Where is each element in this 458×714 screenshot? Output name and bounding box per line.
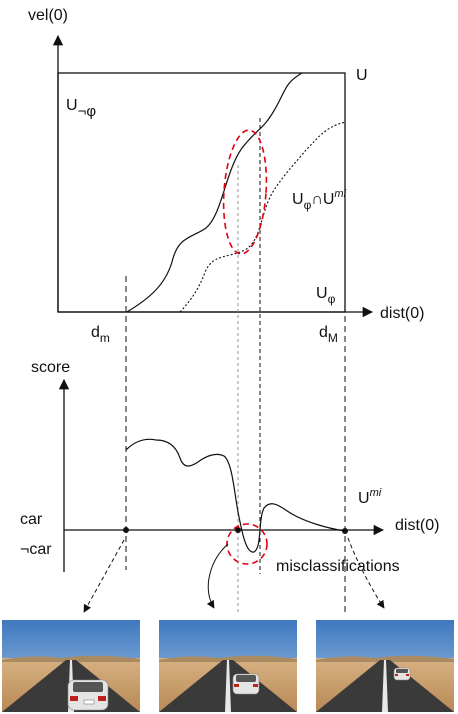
arrow-to-image-2	[206, 543, 229, 609]
crossing-point-3	[342, 528, 348, 534]
ambiguity-ellipse	[222, 129, 268, 255]
arrow-to-image-3	[347, 537, 385, 609]
road-image-far	[316, 620, 454, 712]
set-U-phi-label: Uφ	[316, 285, 336, 306]
crossing-point-2	[235, 527, 241, 533]
road-image-mid	[159, 620, 297, 712]
d-max-label: dM	[319, 324, 338, 345]
car-mid	[232, 673, 260, 695]
crossing-point-1	[123, 527, 129, 533]
car-near	[67, 679, 109, 711]
universe-box	[57, 72, 346, 313]
y-axis-label: vel(0)	[28, 7, 68, 24]
set-U-not-phi-label: U¬φ	[66, 97, 96, 120]
score-axis-label: score	[31, 359, 70, 376]
class-car-label: car	[20, 511, 43, 528]
car-far	[393, 667, 411, 681]
x-axis-label: dist(0)	[380, 305, 424, 322]
road-image-near	[2, 620, 140, 712]
misclassifications-label: misclassifications	[276, 558, 400, 575]
arrow-to-image-1	[83, 539, 125, 613]
d-min-label: dm	[91, 324, 110, 345]
score-curve-label: Umi	[358, 487, 382, 507]
misclassification-circle	[226, 523, 268, 565]
solid-boundary-curve	[126, 72, 303, 313]
top-plot: vel(0) dist(0) U U¬φ Uφ∩Umi Uφ dm dM	[28, 7, 424, 612]
bottom-plot: score dist(0) car ¬car Umi misclassifica…	[20, 359, 439, 613]
score-curve	[125, 438, 346, 553]
set-intersection-label: Uφ∩Umi	[292, 188, 347, 212]
set-U-label: U	[356, 67, 368, 84]
class-not-car-label: ¬car	[20, 541, 52, 558]
dist-axis-label: dist(0)	[395, 517, 439, 534]
